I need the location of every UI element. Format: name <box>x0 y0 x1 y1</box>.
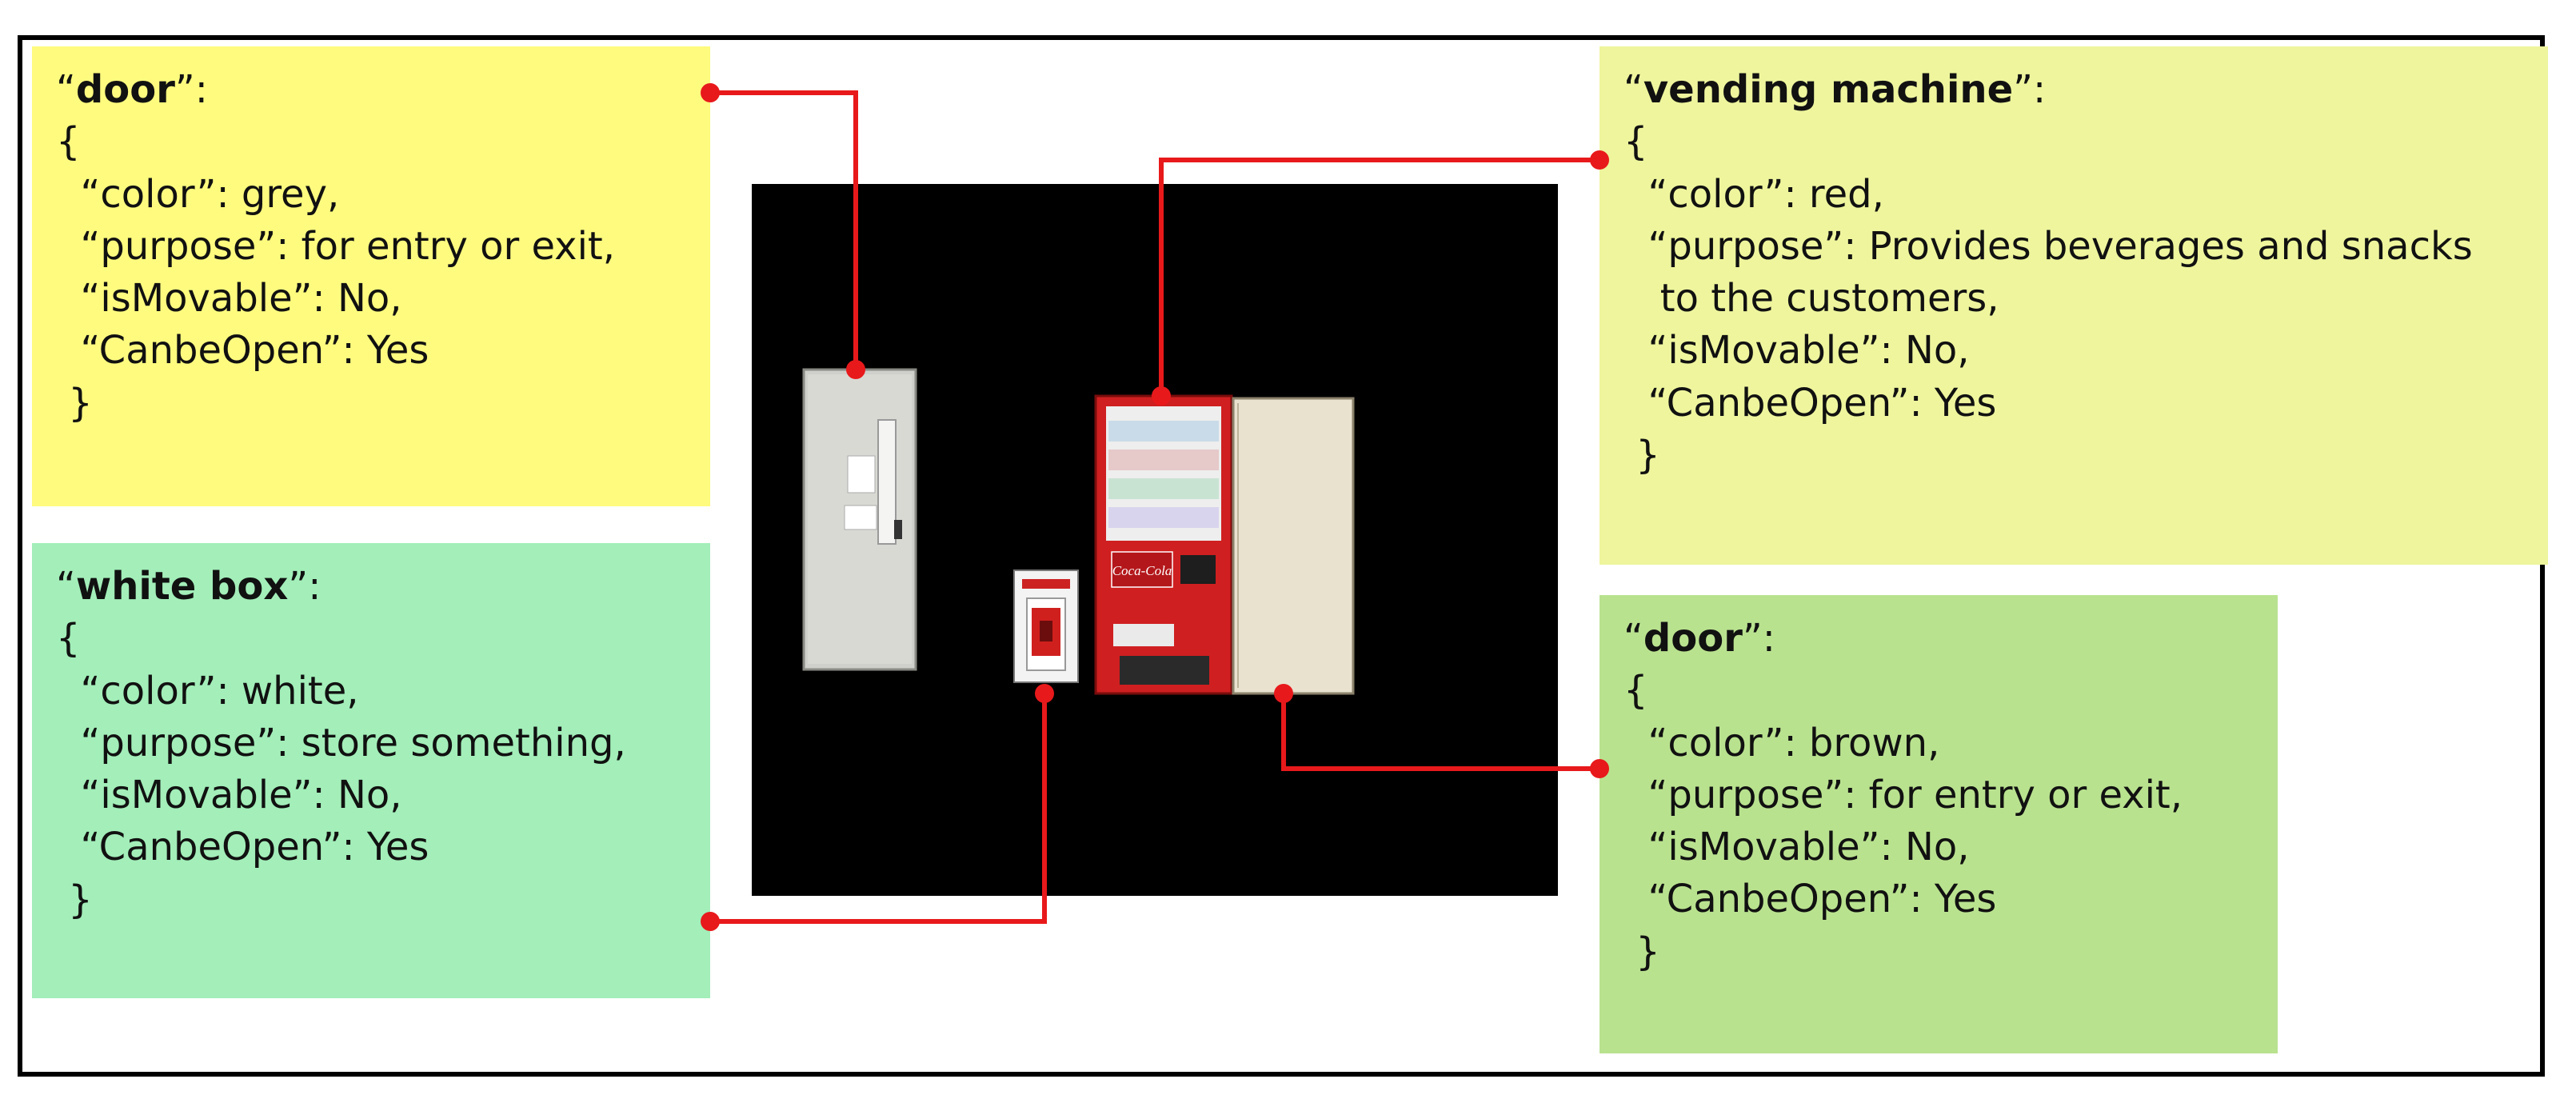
annotation-door-grey: “door”: { “color”: grey, “purpose”: for … <box>32 46 710 506</box>
annotation-door-brown: “door”: { “color”: brown, “purpose”: for… <box>1600 595 2278 1053</box>
annotation-line: “color”: grey, <box>56 171 340 217</box>
grey-door-object <box>802 368 917 671</box>
annotation-line: “isMovable”: No, <box>1623 328 1970 374</box>
annotation-line: { <box>56 616 81 661</box>
annotation-line: “isMovable”: No, <box>56 276 402 322</box>
annotation-line: “color”: brown, <box>1623 720 1940 765</box>
white-box-object <box>1013 569 1079 683</box>
annotation-white-box: “white box”: { “color”: white, “purpose”… <box>32 543 710 998</box>
connector-door-grey <box>710 90 858 370</box>
connector-white-box <box>710 693 1047 924</box>
annotation-key: “vending machine”: <box>1623 67 2047 112</box>
annotation-key: “door”: <box>56 67 208 112</box>
connector-vending-machine <box>1159 158 1600 396</box>
annotation-line: “purpose”: Provides beverages and snacks <box>1623 223 2473 269</box>
annotation-line: “color”: red, <box>1623 171 1884 217</box>
annotation-line: “purpose”: for entry or exit, <box>56 223 615 269</box>
annotation-line: } <box>56 877 93 922</box>
annotation-line: { <box>1623 119 1648 165</box>
annotation-line: “CanbeOpen”: Yes <box>56 328 429 374</box>
annotation-line: { <box>1623 668 1648 713</box>
connector-lines <box>710 90 1600 924</box>
annotation-line: “color”: white, <box>56 668 359 713</box>
annotation-line: } <box>1623 432 1660 478</box>
annotation-line: “CanbeOpen”: Yes <box>1623 380 1997 426</box>
connector-dot <box>1152 386 1171 406</box>
annotation-line: “CanbeOpen”: Yes <box>56 825 429 870</box>
annotation-key: “door”: <box>1623 616 1775 661</box>
annotation-line: { <box>56 119 81 165</box>
connector-dot <box>701 912 720 931</box>
vending-machine-object: Coca-Cola <box>1094 394 1233 695</box>
connector-dots <box>701 83 1609 931</box>
connector-dot <box>1035 684 1054 703</box>
connector-dot <box>1590 759 1609 778</box>
annotation-line: to the customers, <box>1623 276 1999 322</box>
connector-dot <box>846 360 865 379</box>
brown-door-object <box>1232 397 1355 695</box>
annotation-line: “purpose”: store something, <box>56 720 626 765</box>
connector-dot <box>1274 684 1293 703</box>
annotation-line: “isMovable”: No, <box>56 773 402 818</box>
connector-dot <box>701 83 720 102</box>
drink-display <box>1108 421 1219 528</box>
annotation-line: } <box>1623 929 1660 974</box>
coca-cola-logo: Coca-Cola <box>1112 563 1172 578</box>
annotation-vending-machine: “vending machine”: { “color”: red, “purp… <box>1600 46 2548 565</box>
connector-dot <box>1590 150 1609 170</box>
annotation-line: } <box>56 380 93 426</box>
connector-door-brown <box>1281 693 1600 771</box>
annotation-key: “white box”: <box>56 564 322 609</box>
annotation-line: “CanbeOpen”: Yes <box>1623 877 1997 922</box>
annotation-line: “isMovable”: No, <box>1623 825 1970 870</box>
annotation-line: “purpose”: for entry or exit, <box>1623 772 2183 817</box>
